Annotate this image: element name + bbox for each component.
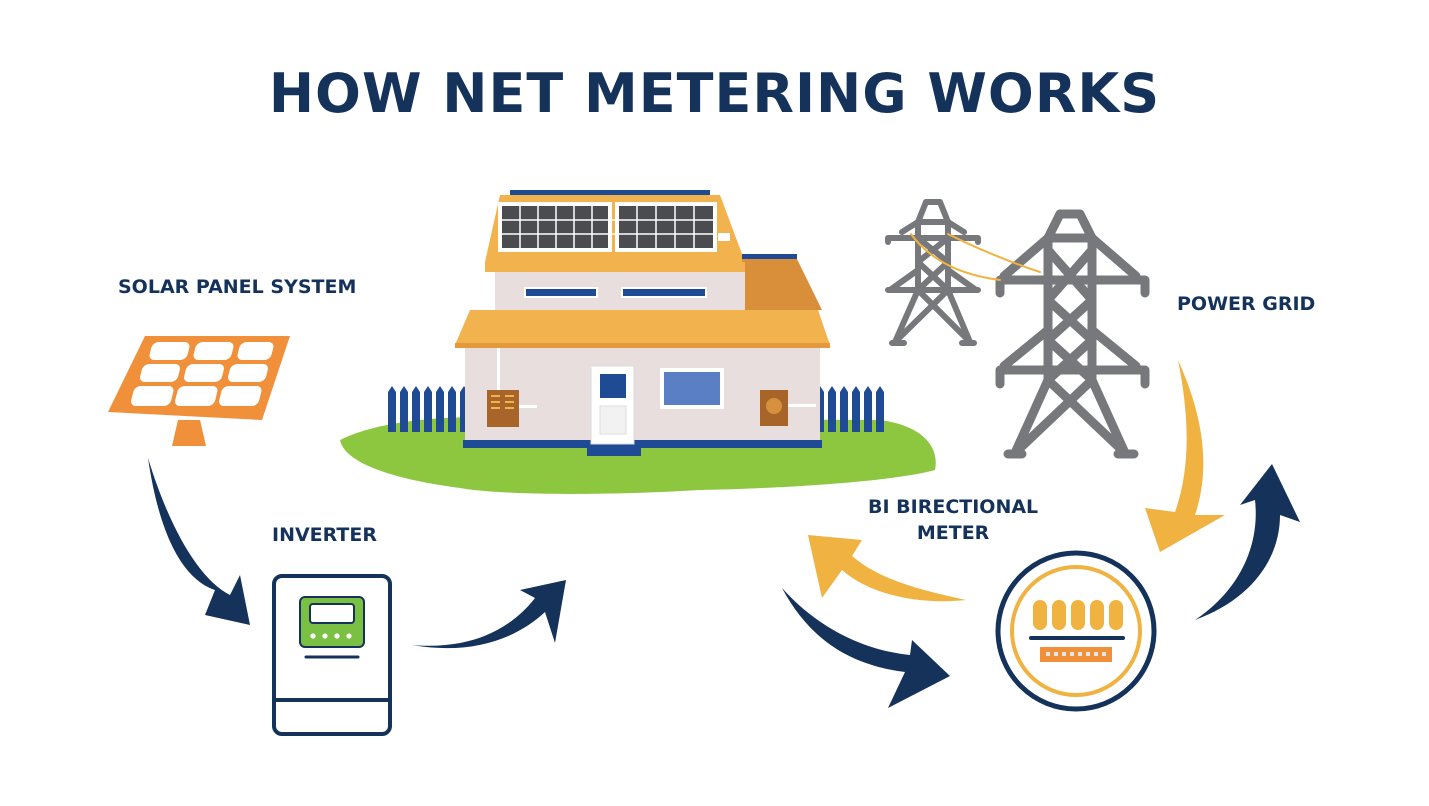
- fence-left: [388, 386, 468, 432]
- arrow-house-to-meter: [782, 588, 950, 708]
- meter-label: BI BIRECTIONAL METER: [868, 494, 1038, 546]
- inverter-icon: [272, 574, 392, 736]
- solar-panel-system-label: SOLAR PANEL SYSTEM: [118, 276, 357, 298]
- arrow-meter-to-grid: [1195, 464, 1300, 620]
- meter-label-line1: BI BIRECTIONAL: [868, 496, 1039, 518]
- power-grid-label: POWER GRID: [1177, 293, 1316, 315]
- arrow-grid-to-meter: [1145, 360, 1225, 552]
- arrow-solar-to-inverter: [148, 458, 250, 625]
- arrow-meter-to-house: [808, 535, 966, 602]
- house-illustration: [340, 190, 936, 494]
- meter-label-line2: METER: [916, 522, 990, 544]
- inverter-label: INVERTER: [272, 524, 378, 546]
- solar-panel-icon: [108, 336, 290, 446]
- arrow-inverter-to-house: [412, 580, 566, 649]
- power-grid-icon: [885, 199, 1150, 459]
- roof-solar-panels: [498, 202, 730, 252]
- bidirectional-meter-icon: [995, 550, 1157, 712]
- page-title: HOW NET METERING WORKS: [268, 62, 1161, 125]
